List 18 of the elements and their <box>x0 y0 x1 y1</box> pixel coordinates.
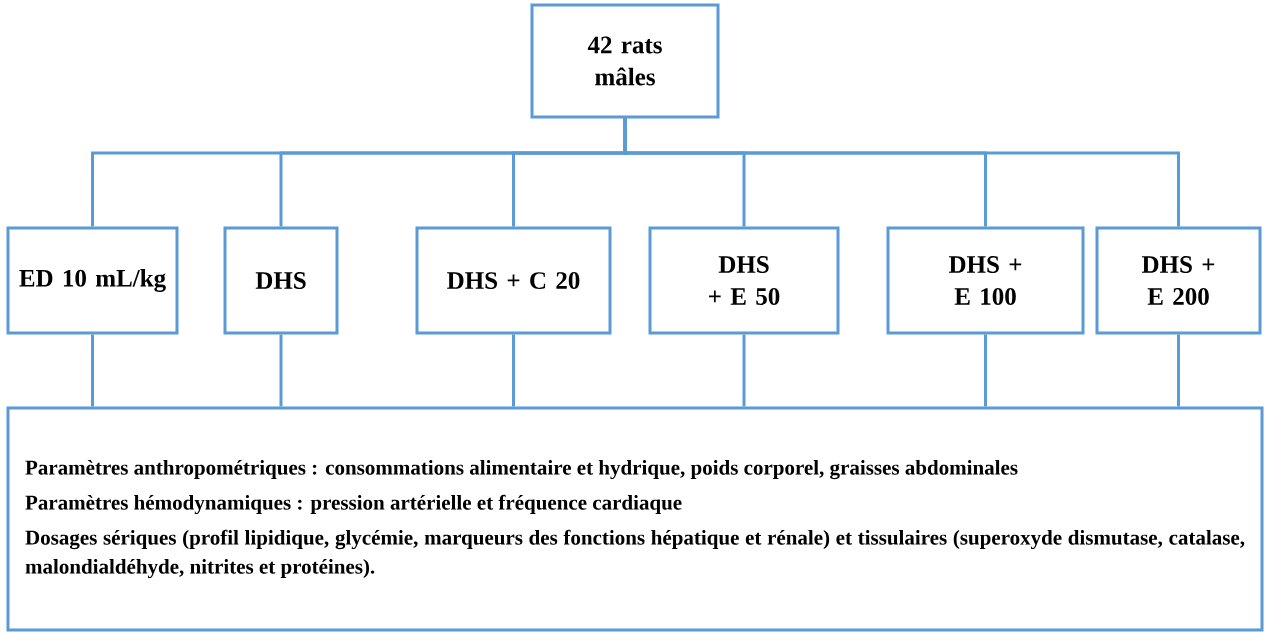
connector-line <box>984 334 987 407</box>
paragraph: Paramètres hémodynamiques : pression artérielle et fréquence cardiaque <box>25 494 682 515</box>
group-box: 42 rats mâles <box>530 3 720 119</box>
paragraph: Paramètres anthropométriques : consommations alimentaire et hydrique, poids corporel, graisses abdominales <box>25 459 1018 480</box>
connector-line <box>1177 334 1180 407</box>
connector-line <box>623 118 1180 227</box>
group-box: ED 10 mL/kg <box>6 226 179 335</box>
parameters-box <box>6 406 1264 632</box>
group-box: DHS + C 20 <box>415 226 612 335</box>
group-box: DHS + E 50 <box>648 226 840 335</box>
connector-line <box>512 334 515 407</box>
group-box: DHS + E 200 <box>1095 226 1262 335</box>
paragraph: Dosages sériques (profil lipidique, glycémie, marqueurs des fonctions hépatique et rénale) et tissulaires (superoxyde dismutase, catalase, malondialdéhyde, nitrites et protéines). <box>25 529 1245 579</box>
group-box: DHS + E 100 <box>886 226 1085 335</box>
group-box: DHS <box>223 226 339 335</box>
connector-line <box>742 334 746 407</box>
connector-line <box>279 334 283 407</box>
connector-line <box>91 334 94 407</box>
